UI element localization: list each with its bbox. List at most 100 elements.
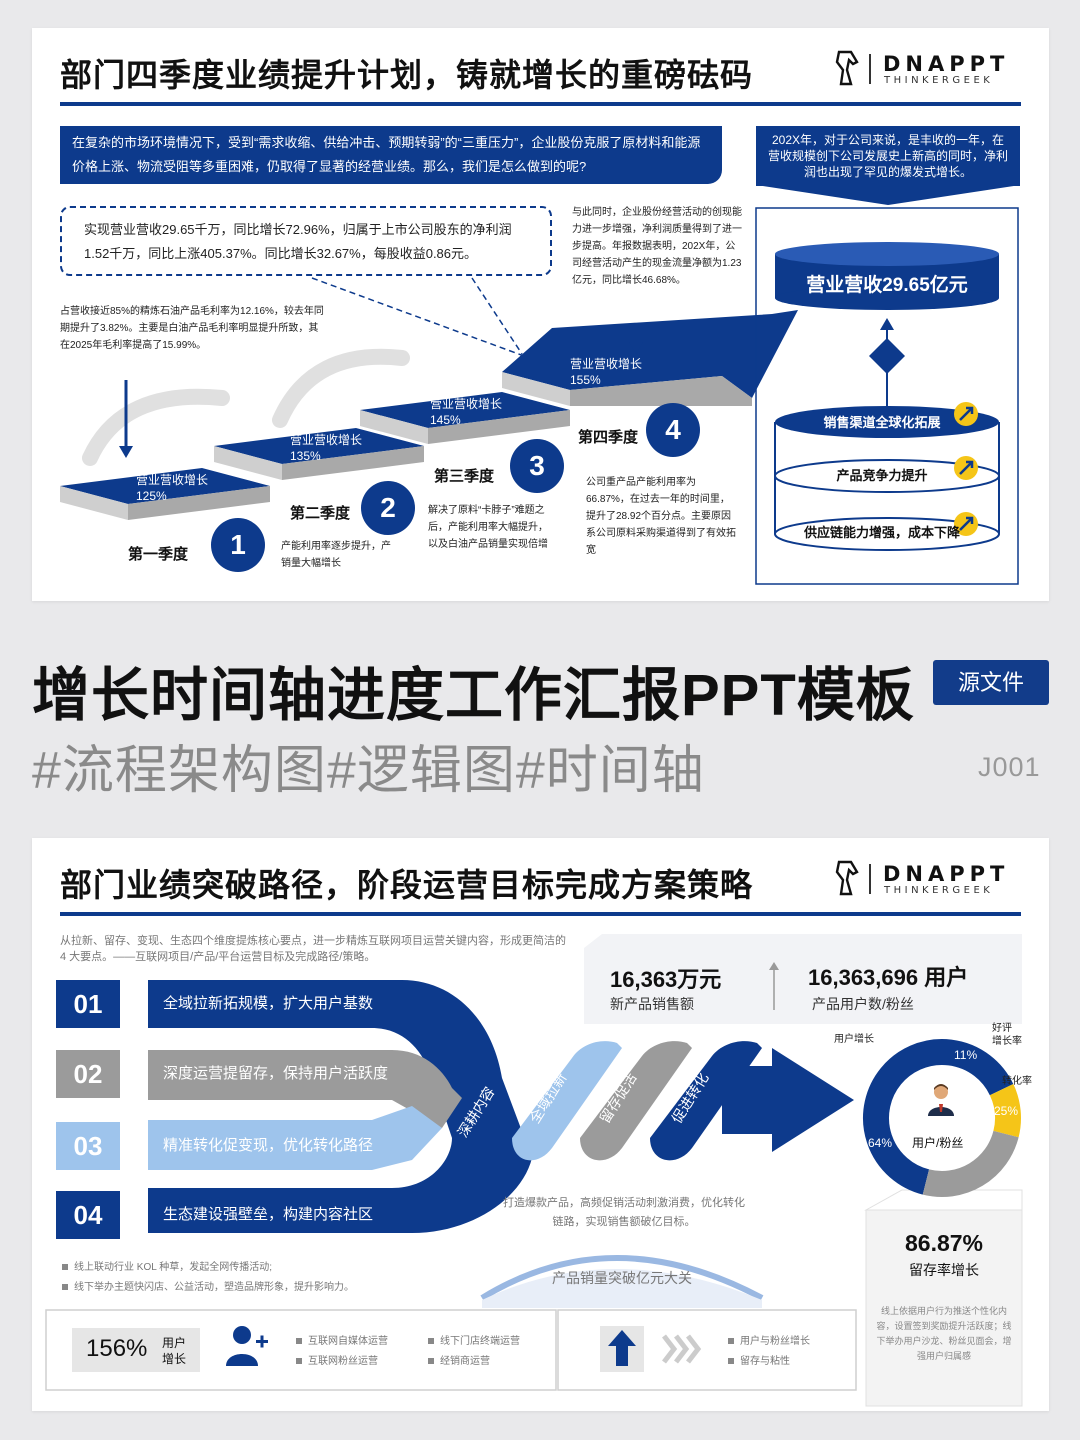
row2-number: 02 [56,1050,120,1098]
growth-item-2: 留存与粘性 [728,1352,790,1367]
intro-banner: 在复杂的市场环境情况下，受到“需求收缩、供给冲击、预期转弱”的“三重压力”，企业… [60,126,722,184]
horse-head-icon [835,50,859,86]
ops-item-1-text: 互联网自媒体运营 [308,1336,388,1347]
stat-sales-label: 新产品销售额 [610,996,694,1012]
row3-text: 精准转化促变现，优化转化路径 [163,1137,374,1154]
logo-divider [869,54,871,84]
source-file-button[interactable]: 源文件 [933,660,1049,705]
layer-product-competitiveness: 产品竞争力提升 [836,468,928,483]
businessman-icon [928,1084,954,1116]
note-q4: 公司重产品产能利用率为66.87%，在过去一年的时间里，提升了28.92个百分点… [586,477,736,556]
step3-value: 145% [430,413,461,427]
template-title: 增长时间轴进度工作汇报PPT模板 [32,663,915,728]
growth-item-1: 用户与粉丝增长 [728,1332,810,1347]
donut-segment-2 [989,1084,1021,1138]
slide1-title: 部门四季度业绩提升计划，铸就增长的重磅砝码 [60,57,754,93]
growth-label-1: 用户 [162,1336,187,1350]
bullet-kol-text: 线上联动行业 KOL 种草，发起全网传播活动; [74,1262,272,1273]
step4-value: 155% [570,373,601,387]
step3-text: 营业营收增长 [430,397,503,411]
bullet-kol: 线上联动行业 KOL 种草，发起全网传播活动; [62,1258,272,1273]
flow-graphic [45,934,1023,1407]
layer-global-channel: 销售渠道全球化拓展 [823,415,941,430]
donut-label-11: 11% [954,1048,978,1062]
step1-text: 营业营收增长 [136,473,209,487]
title-underline [60,912,1021,916]
row4-number: 04 [56,1191,120,1239]
logo-sub-text: THINKERGEEK [884,885,994,896]
step2-text: 营业营收增长 [290,433,363,447]
donut-segment-1 [863,1039,1014,1195]
note-left: 占营收接近85%的精炼石油产品毛利率为12.16%，较去年同期提升了3.82%。… [60,306,324,351]
row3-number: 03 [56,1122,120,1170]
ops-item-3-text: 线下门店终端运营 [440,1336,520,1347]
logo-main-text: DNAPPT [883,862,1010,886]
step1-label: 营业营收增长 125% [136,472,208,504]
logo-main-text: DNAPPT [883,52,1010,76]
row4-text: 生态建设强壁垒，构建内容社区 [163,1206,374,1223]
user-donut-chart [863,1039,1021,1197]
horse-head-icon [835,860,859,896]
row1-text: 全域拉新拓规模，扩大用户基数 [163,995,374,1012]
title-underline [60,102,1021,106]
slide2-title: 部门业绩突破路径，阶段运营目标完成方案策略 [60,867,754,903]
growth-item-1-text: 用户与粉丝增长 [740,1336,810,1347]
summary-text: 202X年，对于公司来说，是丰收的一年，在营收规模创下公司发展史上新高的同时，净… [768,133,1009,179]
arc-text: 产品销量突破亿元大关 [552,1270,692,1286]
step2-value: 135% [290,449,321,463]
intro-text: 在复杂的市场环境情况下，受到“需求收缩、供给冲击、预期转弱”的“三重压力”，企业… [72,135,701,174]
step1-value: 125% [136,489,167,503]
quarter4-number: 4 [646,403,700,457]
quarter1-number: 1 [211,518,265,572]
stat-users-label: 产品用户数/粉丝 [812,996,914,1012]
donut-label-25: 25% [994,1104,1019,1118]
quarter1-label: 第一季度 [128,546,189,563]
step4-label: 营业营收增长 155% [570,356,642,388]
slide2-intro: 从拉新、留存、变现、生态四个维度提炼核心要点，进一步精炼互联网项目运营关键内容，… [60,935,566,963]
donut-legend-conversion: 转化率 [1002,1076,1032,1087]
bullet-popup-text: 线下举办主题快闪店、公益活动，塑造品牌形象，提升影响力。 [74,1282,354,1293]
slide-performance-plan: 部门四季度业绩提升计划，铸就增长的重磅砝码 DNAPPT THINKERGEEK… [32,28,1049,601]
stat-sales-value: 16,363万元 [610,967,722,992]
ops-item-4: 经销商运营 [428,1352,490,1367]
donut-label-64: 64% [868,1136,893,1150]
template-code: J001 [978,752,1041,782]
logo-sub-text: THINKERGEEK [884,75,994,86]
template-tags: #流程架构图#逻辑图#时间轴 [32,742,705,800]
donut-legend-user-growth: 用户增长 [834,1034,874,1045]
row1-number: 01 [56,980,120,1028]
brand-logo-2: DNAPPT THINKERGEEK [833,860,1023,900]
slide-breakthrough-path: 部门业绩突破路径，阶段运营目标完成方案策略 DNAPPT THINKERGEEK… [32,838,1049,1411]
growth-label-2: 增长 [162,1352,187,1366]
logo-divider [869,864,871,894]
quarter2-label: 第二季度 [290,505,351,522]
step2-label: 营业营收增长 135% [290,432,362,464]
brand-logo: DNAPPT THINKERGEEK [833,50,1023,90]
quarter4-label: 第四季度 [578,429,639,446]
step4-text: 营业营收增长 [570,357,643,371]
quarter3-label: 第三季度 [434,468,495,485]
mid-note: 打造爆款产品，高频促销活动刺激消费，优化转化链路，实现销售额破亿目标。 [503,1197,745,1228]
avatar [926,1082,956,1116]
note-q2: 产能利用率逐步提升，产销量大幅增长 [281,541,391,569]
retention-value: 86.87% [904,1230,983,1256]
ops-item-2-text: 互联网粉丝运营 [308,1356,378,1367]
dashed-callout-text: 实现营业营收29.65千万，同比增长72.96%，归属于上市公司股东的净利润1.… [84,222,512,261]
ops-item-2: 互联网粉丝运营 [296,1352,378,1367]
layer-supply-chain: 供应链能力增强，成本下降 [803,525,960,540]
ops-item-3: 线下门店终端运营 [428,1332,520,1347]
retention-note: 线上依据用户行为推送个性化内容，设置签到奖励提升活跃度；线下举办用户沙龙、粉丝见… [876,1306,1012,1361]
summary-banner: 202X年，对于公司来说，是丰收的一年，在营收规模创下公司发展史上新高的同时，净… [756,126,1020,186]
dashed-callout: 实现营业营收29.65千万，同比增长72.96%，归属于上市公司股东的净利润1.… [60,206,552,276]
ops-item-1: 互联网自媒体运营 [296,1332,388,1347]
stat-users-value: 16,363,696 用户 [808,965,969,990]
quarter3-number: 3 [510,439,564,493]
donut-segment-3 [922,1130,1019,1197]
quarter2-number: 2 [361,481,415,535]
ops-item-4-text: 经销商运营 [440,1356,490,1367]
revenue-title: 营业营收29.65亿元 [806,275,968,296]
bullet-popup: 线下举办主题快闪店、公益活动，塑造品牌形象，提升影响力。 [62,1278,354,1293]
growth-stairs [60,207,1019,585]
summary-pointer [756,185,1020,205]
row2-text: 深度运营提留存，保持用户活跃度 [163,1065,389,1082]
